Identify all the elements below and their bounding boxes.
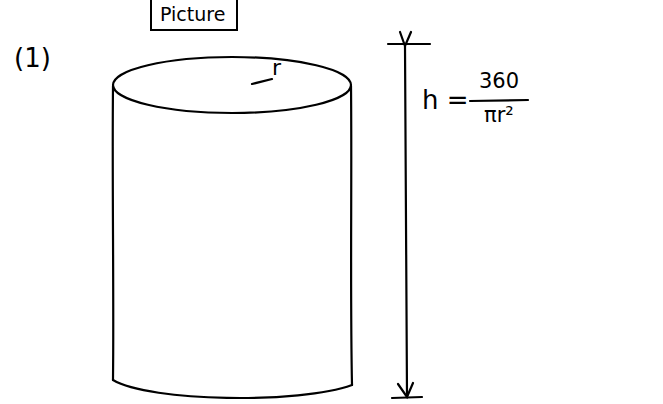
radius-label: r	[272, 56, 281, 80]
arrow-head	[398, 383, 413, 397]
dimension-line	[405, 46, 407, 396]
fraction-denominator: πr²	[484, 104, 514, 127]
cylinder-side	[351, 86, 352, 385]
fraction-numerator: 360	[479, 70, 519, 93]
fraction-bar	[470, 100, 528, 101]
callout-number: (1)	[14, 44, 51, 73]
radius-line	[252, 79, 272, 84]
arrow-head	[400, 32, 411, 46]
cylinder-top	[113, 57, 351, 113]
dimension-tick	[392, 397, 422, 398]
dimension-tick	[388, 43, 430, 45]
cylinder-bottom	[113, 380, 352, 398]
title-text: Picture	[160, 4, 228, 25]
title-box: Picture	[150, 0, 238, 31]
dimension-label: h =	[422, 86, 469, 115]
cylinder-side	[112, 86, 115, 380]
